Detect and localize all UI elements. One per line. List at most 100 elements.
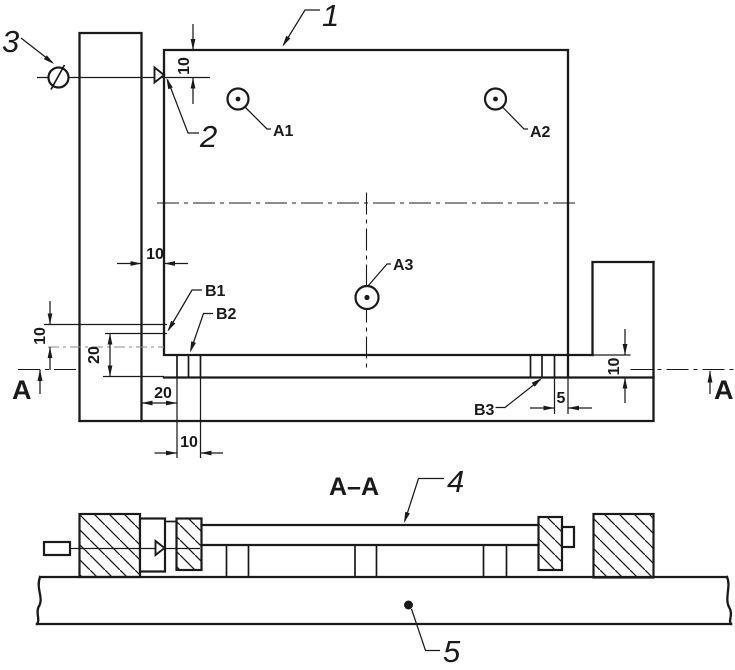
point-b2: B2 bbox=[190, 306, 237, 353]
dim-bottom-ext-lines bbox=[176, 377, 202, 458]
plate-outline bbox=[162, 48, 655, 379]
dim-column-gap-value: 10 bbox=[146, 246, 164, 263]
right-support-block-lines bbox=[529, 355, 556, 378]
point-a3-label: A3 bbox=[393, 257, 414, 274]
label-part-4: 4 bbox=[404, 464, 464, 523]
b-reference-lines bbox=[44, 323, 167, 335]
measurement-points-a: A1 A2 A3 bbox=[226, 87, 551, 311]
point-b1-label: B1 bbox=[205, 283, 226, 300]
label-part-1-arrow bbox=[282, 35, 291, 47]
dim-end-gap-value: 5 bbox=[557, 390, 566, 407]
plan-part-labels: 1 2 3 bbox=[2, 0, 339, 154]
section-view: A–A bbox=[35, 464, 733, 669]
dim-bottom-inner-arrow-2 bbox=[200, 450, 212, 456]
centerlines bbox=[18, 192, 734, 371]
dim-rail-width-value: 10 bbox=[606, 358, 623, 376]
dim-end-gap-arrow-2 bbox=[568, 405, 579, 411]
point-a1-leader bbox=[244, 106, 271, 130]
point-a1-dot bbox=[235, 96, 241, 102]
dim-column-gap: 10 bbox=[117, 246, 188, 266]
section-marker-right-arrow bbox=[707, 371, 713, 383]
dim-bottom-outer-arrow-1 bbox=[141, 400, 153, 406]
point-a3-dot bbox=[364, 294, 370, 301]
dim-top-offset-value: 10 bbox=[176, 57, 193, 75]
section-marker-right-label: A bbox=[714, 375, 734, 405]
label-part-4-leader bbox=[404, 477, 444, 522]
point-b3-arrow bbox=[531, 378, 542, 387]
dim-bottom-outer-value: 20 bbox=[154, 385, 172, 402]
point-a2-leader bbox=[501, 106, 528, 130]
point-b2-leader bbox=[190, 312, 213, 351]
dim-top-offset-arrow-1 bbox=[190, 39, 196, 50]
right-clamp-block bbox=[592, 512, 655, 579]
base-reference-dot bbox=[404, 600, 413, 610]
plate-edges bbox=[162, 48, 570, 379]
measurement-points-b: B1 B2 B3 bbox=[167, 283, 542, 419]
point-a1-label: A1 bbox=[273, 123, 294, 140]
dim-left-upper-arrow-1 bbox=[47, 313, 53, 325]
point-b3-label: B3 bbox=[474, 402, 495, 419]
section-marker-left-label: A bbox=[12, 375, 32, 405]
datum-pointer-triangle bbox=[153, 65, 166, 85]
dim-bottom-inner-value: 10 bbox=[180, 434, 198, 451]
base-break-right bbox=[725, 575, 733, 626]
label-part-1-leader bbox=[282, 9, 320, 46]
base-break-left bbox=[35, 575, 42, 626]
dim-bottom-outer: 20 bbox=[141, 377, 202, 458]
dim-bottom-outer-arrow-2 bbox=[166, 400, 177, 406]
point-b2-label: B2 bbox=[216, 306, 237, 323]
dim-end-gap: 5 bbox=[530, 377, 592, 414]
label-part-1-text: 1 bbox=[322, 0, 339, 33]
dim-left-lower-arrow-1 bbox=[107, 333, 113, 345]
point-a2: A2 bbox=[483, 87, 551, 141]
point-a2-dot bbox=[493, 96, 498, 102]
section-markers: A A bbox=[12, 369, 734, 405]
dim-rail-width-arrow-2 bbox=[622, 377, 628, 389]
dim-top-offset: 10 bbox=[176, 24, 196, 104]
section-base bbox=[35, 575, 733, 626]
label-part-2: 2 bbox=[166, 78, 217, 154]
clamp-screw-stub bbox=[560, 525, 576, 549]
dim-column-gap-arrow-1 bbox=[130, 261, 142, 266]
section-title: A–A bbox=[329, 473, 379, 501]
base-front-edge bbox=[78, 260, 655, 423]
dim-left-upper-arrow-2 bbox=[47, 347, 53, 358]
section-blocks bbox=[78, 512, 655, 579]
label-part-2-arrow bbox=[166, 78, 173, 90]
label-part-1: 1 bbox=[282, 0, 339, 47]
left-support-block-lines bbox=[176, 355, 202, 378]
label-part-4-arrow bbox=[404, 511, 410, 523]
section-marker-left-arrow bbox=[37, 369, 43, 381]
point-b3: B3 bbox=[474, 378, 542, 419]
label-part-4-text: 4 bbox=[447, 464, 464, 499]
dim-top-offset-arrow-2 bbox=[190, 77, 196, 89]
label-part-3-text: 3 bbox=[2, 24, 19, 59]
left-column bbox=[78, 31, 143, 423]
indicator-assembly bbox=[37, 64, 210, 90]
point-b2-arrow bbox=[190, 341, 196, 353]
dim-left-lower: 20 bbox=[86, 333, 164, 378]
left-clamp-block bbox=[78, 512, 142, 579]
point-b1-leader bbox=[167, 289, 202, 331]
label-part-2-leader bbox=[166, 79, 199, 134]
label-part-5-leader bbox=[410, 608, 440, 652]
point-a3-leader bbox=[367, 263, 391, 287]
left-support-block bbox=[175, 517, 203, 572]
dial-indicator-needle bbox=[50, 64, 66, 90]
point-a2-label: A2 bbox=[530, 124, 551, 141]
label-part-2-text: 2 bbox=[199, 119, 217, 154]
label-part-3-arrow bbox=[43, 55, 54, 64]
label-part-5: 5 bbox=[410, 608, 461, 669]
dim-left-lower-arrow-2 bbox=[107, 365, 113, 377]
label-part-3: 3 bbox=[2, 24, 54, 64]
dim-bottom-inner: 10 bbox=[154, 434, 223, 456]
dim-rail-width-arrow-1 bbox=[622, 344, 628, 355]
right-column bbox=[591, 260, 655, 357]
section-datum-pointer bbox=[154, 539, 167, 557]
section-indicator bbox=[42, 539, 200, 557]
right-support-block bbox=[537, 515, 564, 572]
point-b1-arrow bbox=[167, 320, 176, 332]
point-b1: B1 bbox=[167, 283, 226, 332]
